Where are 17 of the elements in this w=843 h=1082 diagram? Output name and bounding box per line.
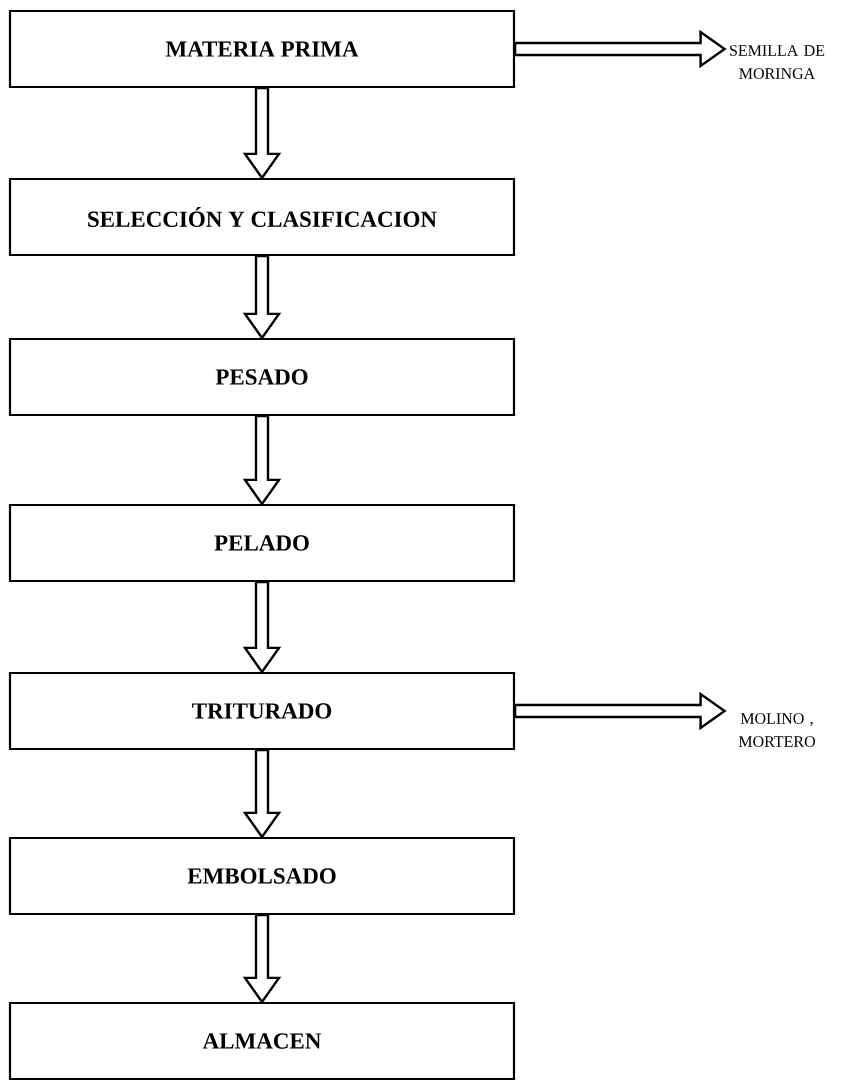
process-box: MATERIA PRIMA bbox=[8, 9, 516, 89]
process-box: PELADO bbox=[8, 503, 516, 583]
block-arrow bbox=[242, 254, 282, 340]
process-box: SELECCIÓN Y CLASIFICACION bbox=[8, 177, 516, 257]
block-arrow bbox=[242, 414, 282, 506]
block-arrow bbox=[242, 86, 282, 180]
side-note: SEMILLA DE MORINGA bbox=[730, 45, 825, 79]
process-box: TRITURADO bbox=[8, 671, 516, 751]
process-box: PESADO bbox=[8, 337, 516, 417]
block-arrow bbox=[242, 748, 282, 839]
process-box: ALMACEN bbox=[8, 1001, 516, 1081]
block-arrow bbox=[242, 580, 282, 674]
block-arrow bbox=[242, 913, 282, 1004]
process-box: EMBOLSADO bbox=[8, 836, 516, 916]
block-arrow bbox=[513, 691, 727, 731]
block-arrow bbox=[513, 29, 727, 69]
side-note: MOLINO , MORTERO bbox=[738, 713, 815, 747]
